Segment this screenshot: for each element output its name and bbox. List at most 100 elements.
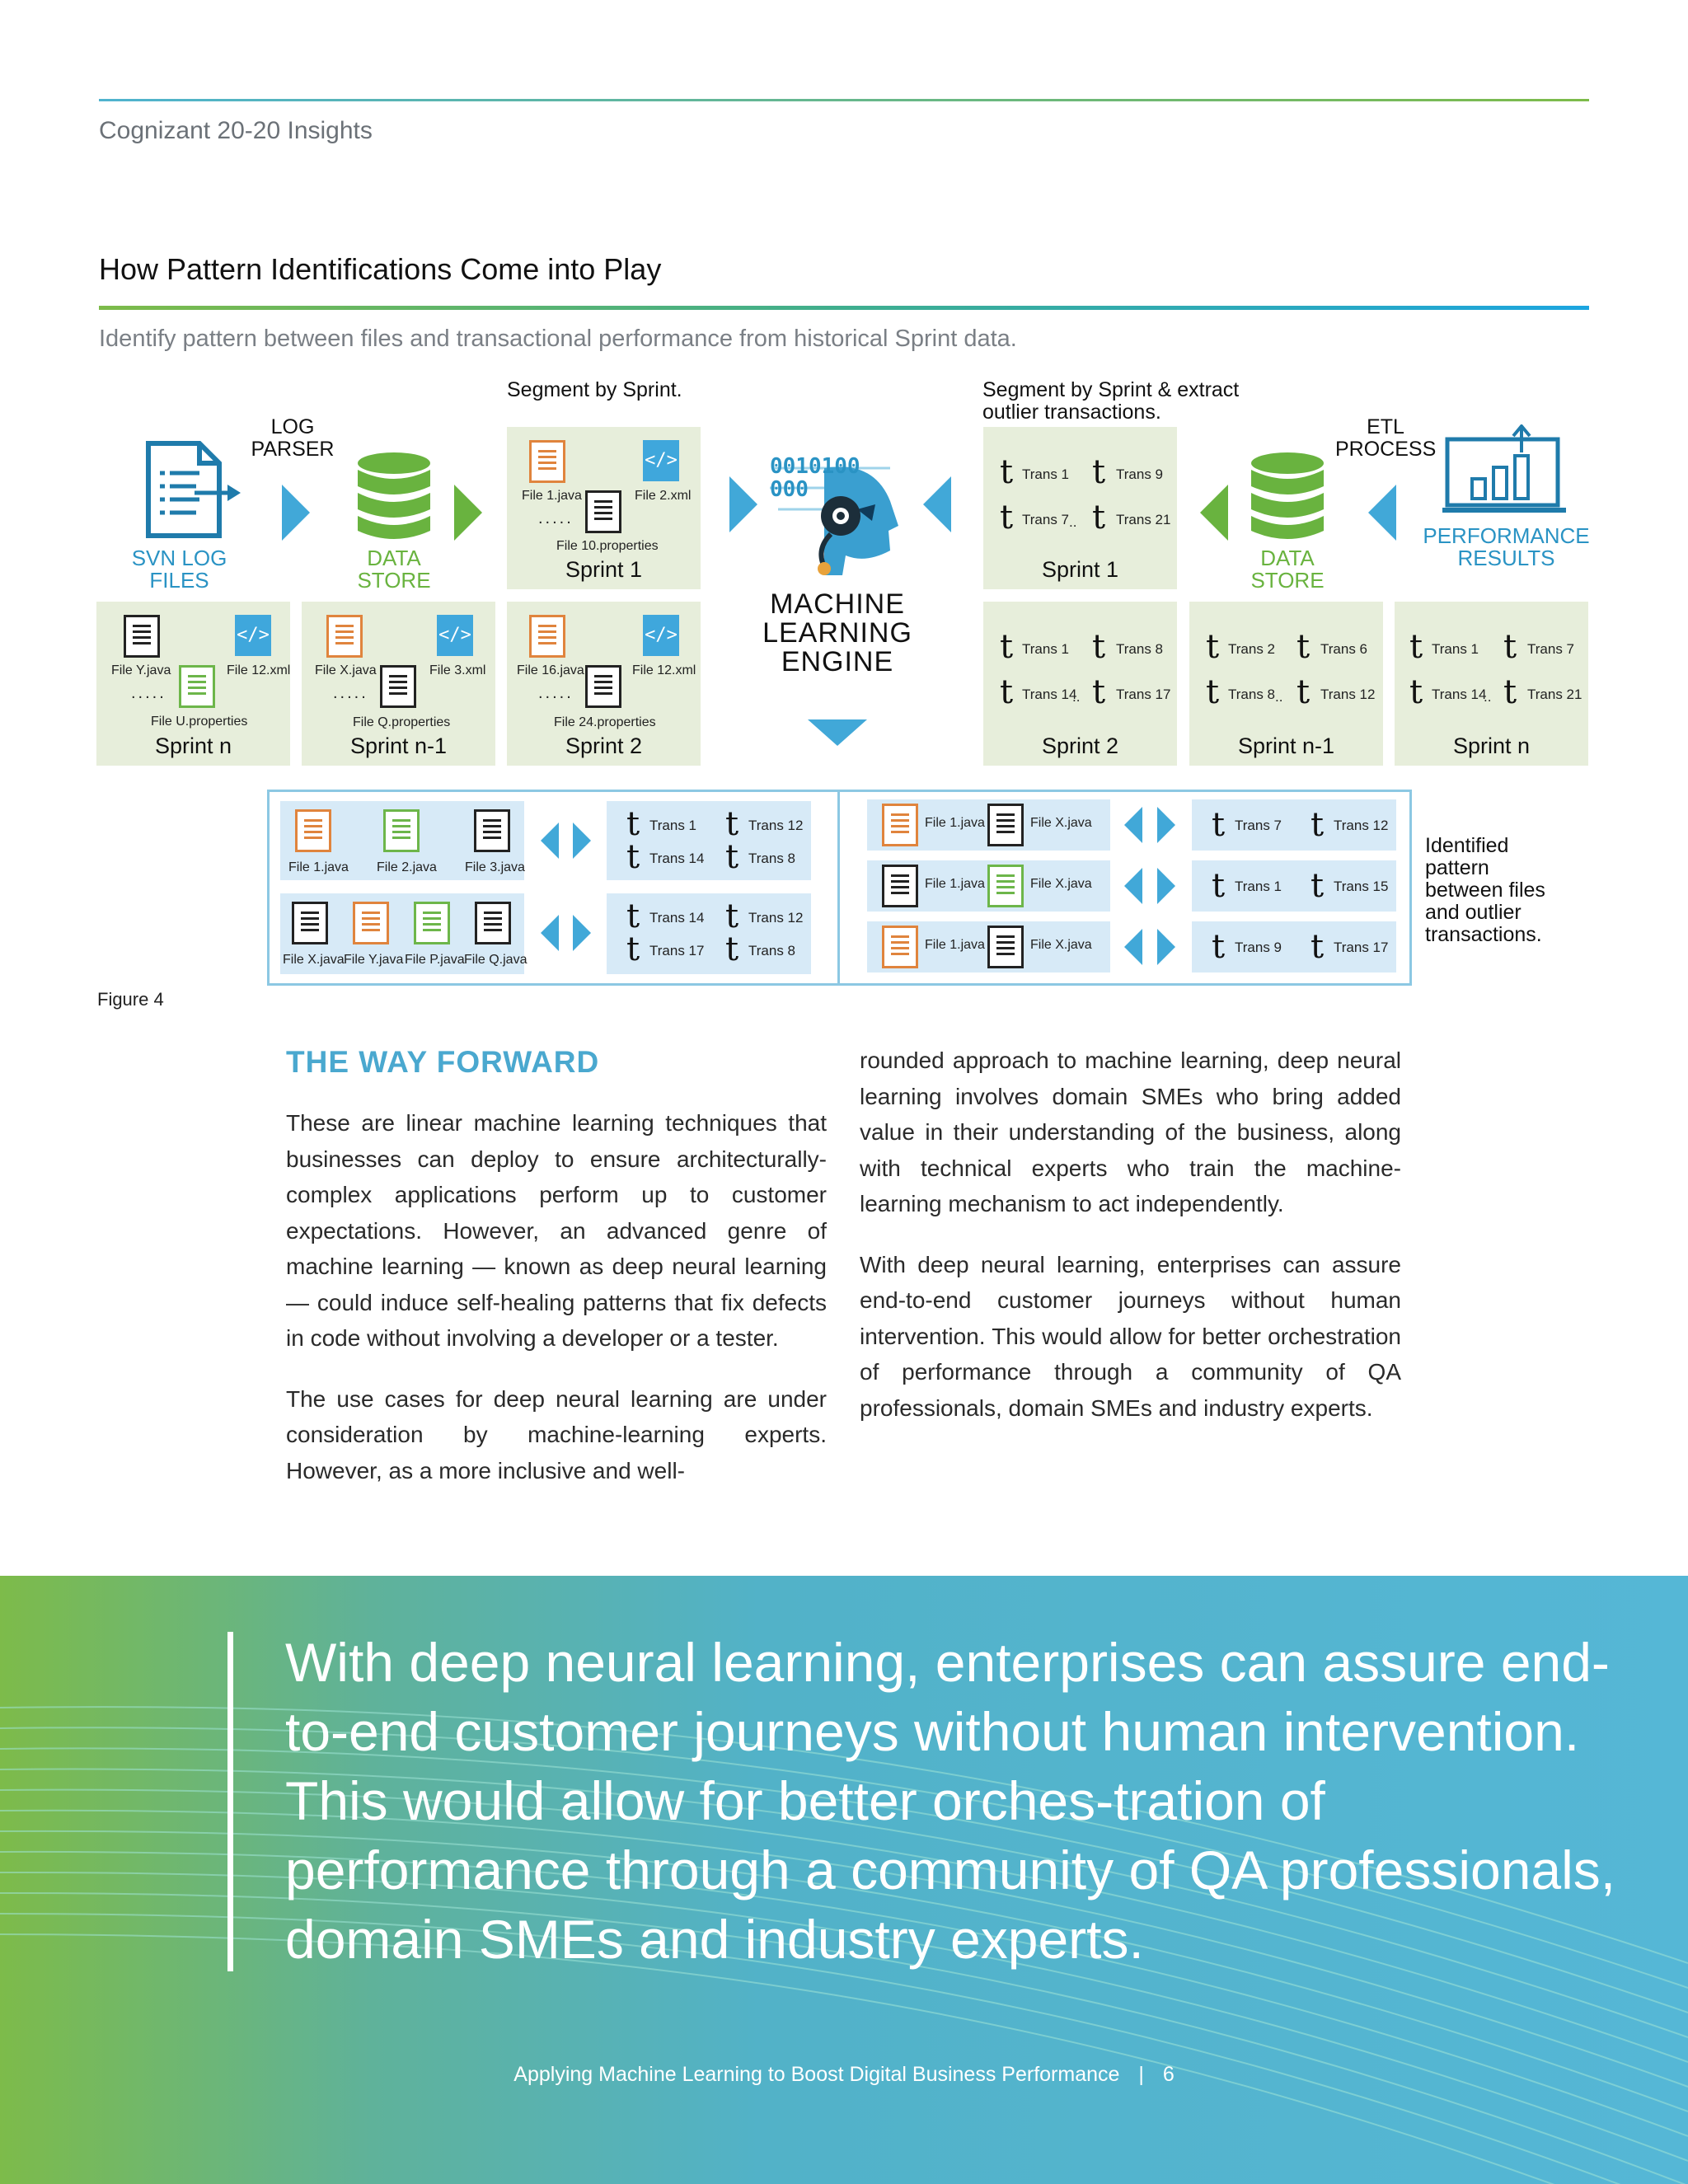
transaction-icon: t: [1000, 499, 1014, 537]
pattern-transactions-box: t Trans 14 t Trans 12 t Trans 17 t Trans…: [607, 893, 811, 974]
transaction-icon: t: [1206, 628, 1220, 666]
file-name: File 12.xml: [632, 663, 696, 677]
sprint-files-box: </> File X.java File 3.xml ..... File Q.…: [302, 602, 495, 766]
pattern-files-box: File 1.java File X.java: [867, 860, 1110, 912]
transaction-icon: t: [1296, 673, 1311, 711]
data-store-label: DATA STORE: [1250, 546, 1325, 593]
document-icon: [585, 490, 621, 533]
paragraph: rounded approach to machine learning, de…: [860, 1047, 1401, 1216]
file-name: File X.java: [1030, 938, 1092, 952]
transaction-icon: t: [1206, 673, 1220, 711]
document-icon: [987, 926, 1024, 968]
arrow-right-icon: [1157, 868, 1175, 904]
file-name: File Y.java: [344, 953, 404, 967]
arrow-down-icon: [808, 719, 867, 746]
transaction-icon: t: [1212, 867, 1226, 905]
transaction-name: Trans 21: [1116, 512, 1171, 527]
ellipsis: ..: [1275, 689, 1283, 705]
figure-subtitle: Identify pattern between files and trans…: [99, 326, 1017, 352]
transaction-name: Trans 21: [1527, 687, 1582, 702]
pattern-transactions-box: t Trans 9 t Trans 17: [1192, 921, 1396, 972]
figure-title: How Pattern Identifications Come into Pl…: [99, 252, 662, 286]
paragraph: The use cases for deep neural learning a…: [286, 1385, 827, 1483]
transaction-name: Trans 17: [1334, 940, 1389, 955]
document-icon: [475, 902, 511, 944]
code-file-icon: </>: [643, 615, 679, 656]
document-icon: [179, 665, 215, 708]
document-icon: [474, 809, 510, 852]
top-rule: [99, 99, 1589, 101]
transaction-name: Trans 1: [1235, 879, 1282, 894]
arrow-left-icon: [1200, 485, 1228, 541]
transaction-icon: t: [1503, 628, 1517, 666]
transaction-icon: t: [1092, 499, 1106, 537]
transaction-icon: t: [626, 898, 640, 935]
document-icon: [529, 440, 565, 483]
arrow-left-icon: [541, 915, 559, 951]
transaction-name: Trans 12: [748, 818, 804, 833]
document-icon: [585, 665, 621, 708]
code-file-icon: </>: [437, 615, 473, 656]
transaction-icon: t: [1409, 628, 1423, 666]
transaction-icon: t: [1000, 628, 1014, 666]
sprint-name: Sprint n-1: [349, 733, 448, 758]
transaction-icon: t: [725, 930, 739, 968]
database-icon: [356, 452, 432, 546]
arrow-right-icon: [454, 485, 482, 541]
file-name: File Q.java: [464, 953, 528, 967]
file-name: File 12.xml: [227, 663, 291, 677]
file-name: File 10.properties: [556, 539, 659, 553]
pattern-transactions-box: t Trans 1 t Trans 12 t Trans 14 t Trans …: [607, 801, 811, 880]
document-icon: [529, 615, 565, 658]
transaction-name: Trans 17: [1116, 687, 1171, 702]
code-file-icon: </>: [643, 440, 679, 481]
pullquote-band: [0, 1576, 1688, 2184]
transaction-name: Trans 8: [1116, 641, 1164, 657]
transaction-icon: t: [1311, 928, 1325, 966]
file-name: File U.properties: [151, 715, 248, 729]
page-number: 6: [1162, 2063, 1175, 2086]
section-heading: THE WAY FORWARD: [286, 1045, 600, 1079]
file-name: File 1.java: [925, 877, 985, 891]
ellipsis: ..: [1072, 689, 1081, 705]
transaction-name: Trans 8: [748, 943, 796, 958]
sprint-name: Sprint 2: [565, 733, 643, 758]
file-name: File 1.java: [925, 938, 985, 952]
document-icon: [987, 804, 1024, 846]
robot-head-icon: [767, 452, 907, 583]
transaction-name: Trans 9: [1116, 466, 1164, 482]
machine-learning-engine-label: MACHINE LEARNING ENGINE: [762, 588, 912, 677]
identified-pattern-label: Identified pattern between files and out…: [1425, 834, 1545, 946]
document-icon: [987, 865, 1024, 907]
performance-results-label: PERFORMANCE RESULTS: [1423, 523, 1590, 570]
log-parser-label: LOG PARSER: [251, 415, 335, 461]
file-name: File 2.xml: [635, 489, 692, 503]
pattern-files-box: File X.java File Y.java File P.java File…: [280, 893, 528, 974]
ellipsis: .....: [131, 684, 166, 702]
file-name: File 3.java: [465, 860, 525, 874]
transaction-name: Trans 1: [1022, 641, 1070, 657]
transaction-icon: t: [1503, 673, 1517, 711]
arrow-right-icon: [573, 823, 591, 859]
sprint-name: Sprint 2: [1041, 733, 1119, 758]
arrow-right-icon: [573, 915, 591, 951]
transaction-name: Trans 8: [748, 851, 796, 866]
transaction-icon: t: [1092, 628, 1106, 666]
transaction-name: Trans 1: [1022, 466, 1070, 482]
document-icon: [882, 865, 918, 907]
segment-extract-label: Segment by Sprint & extract outlier tran…: [982, 378, 1240, 424]
document-icon: [414, 902, 450, 944]
document-icon: [295, 809, 331, 852]
sprint-transactions-box: t Trans 1 t Trans 8 t Trans 14 .. t Tran…: [983, 602, 1177, 766]
document-icon: [383, 809, 420, 852]
transaction-name: Trans 17: [649, 943, 705, 958]
transaction-icon: t: [1311, 867, 1325, 905]
transaction-name: Trans 6: [1320, 641, 1368, 657]
transaction-name: Trans 1: [649, 818, 697, 833]
svn-log-files-label: SVN LOG FILES: [131, 546, 227, 593]
transaction-icon: t: [626, 805, 640, 843]
arrow-left-icon: [1124, 868, 1142, 904]
arrow-left-icon: [541, 823, 559, 859]
ellipsis: ..: [1484, 689, 1492, 705]
sprint-transactions-box: t Trans 1 t Trans 7 t Trans 14 .. t Tran…: [1395, 602, 1588, 766]
